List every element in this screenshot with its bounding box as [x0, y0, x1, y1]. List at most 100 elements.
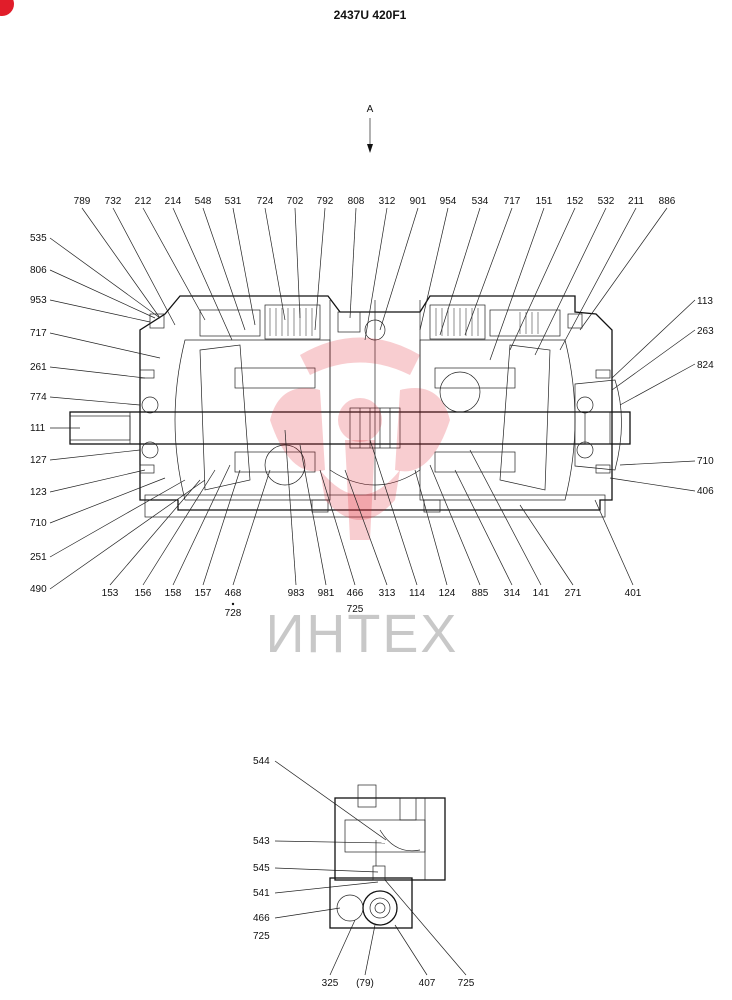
part-label-top: 214: [165, 196, 182, 207]
leader-line: [299, 444, 327, 586]
leader-line: [394, 924, 428, 976]
part-label-top: 792: [317, 196, 334, 207]
leader-line: [611, 299, 696, 379]
top-labels: 789 732 212 214 548 531 724 702 792 808 …: [74, 196, 676, 207]
part-label-top: 702: [287, 196, 304, 207]
view-arrow-label: A: [367, 104, 374, 115]
part-label-top: 211: [628, 196, 644, 207]
part-label-bottom: 271: [565, 588, 582, 599]
leader-line: [414, 469, 448, 586]
leader-line: [594, 499, 634, 586]
part-label-top: 808: [348, 196, 365, 207]
part-label-right: 263: [697, 326, 714, 337]
part-label-top: 732: [105, 196, 122, 207]
leader-line: [364, 207, 388, 341]
leader-line: [172, 464, 231, 586]
leader-line: [619, 460, 696, 466]
leader-line: [489, 207, 545, 361]
left-labels: 535 806 953 717 261 774 111 127 123 710 …: [30, 233, 47, 595]
part-label-top: 534: [472, 196, 489, 207]
leader-line: [519, 504, 574, 586]
part-label-bottom: 983: [288, 588, 305, 599]
part-label-top: 954: [440, 196, 457, 207]
part-label-left: 535: [30, 233, 47, 244]
part-label-bottom: 158: [165, 588, 182, 599]
leader-line: [439, 207, 481, 336]
leader-line: [314, 207, 326, 331]
leader-line: [232, 469, 271, 586]
bottom-labels: 153 156 158 157 468 983 981 466 313 114 …: [102, 588, 642, 619]
leader-line: [49, 396, 141, 406]
part-label-bottom: 114: [409, 588, 425, 599]
view-arrow: [367, 118, 373, 153]
part-label-bottom: 981: [318, 588, 335, 599]
part-label-left: 261: [30, 362, 47, 373]
part-label-left: 953: [30, 295, 47, 306]
drawing-title: 2437U 420F1: [334, 8, 407, 22]
leader-line: [49, 299, 151, 323]
part-label-top: 152: [567, 196, 584, 207]
leader-line: [172, 207, 233, 341]
leader-line: [344, 469, 388, 586]
part-label-left: 111: [30, 423, 46, 434]
leader-line: [264, 207, 286, 321]
part-label-left: 490: [30, 584, 47, 595]
leader-line: [609, 477, 696, 492]
leader-line: [509, 207, 576, 351]
leader-line: [274, 840, 386, 844]
part-label-left: 251: [30, 552, 47, 563]
part-label-top: 789: [74, 196, 91, 207]
leader-line: [454, 469, 513, 586]
detail-part-label: 725: [458, 978, 475, 989]
leader-line: [464, 207, 513, 336]
leader-line: [232, 207, 256, 326]
detail-part-label: 544: [253, 756, 270, 767]
leader-line: [274, 760, 387, 841]
part-label-top: 532: [598, 196, 615, 207]
leader-line: [384, 879, 467, 976]
part-label-bottom: 156: [135, 588, 152, 599]
leader-line: [49, 479, 186, 558]
part-label-left: 774: [30, 392, 47, 403]
detail-part-label: 543: [253, 836, 270, 847]
part-label-bottom-sub: 725: [347, 604, 364, 615]
leader-line: [349, 207, 357, 319]
right-labels: 113 263 824 710 406: [697, 296, 714, 497]
detail-view-drawing: [329, 784, 446, 929]
leader-line: [49, 269, 156, 319]
leader-line: [49, 477, 166, 524]
leader-line: [274, 867, 379, 873]
leader-line: [294, 207, 301, 319]
part-label-top: 901: [410, 196, 427, 207]
part-label-top: 531: [225, 196, 242, 207]
leader-line: [469, 449, 542, 586]
leader-line: [202, 469, 241, 586]
leader-line: [49, 332, 161, 359]
part-label-right: 710: [697, 456, 714, 467]
detail-labels: 544 543 545 541 466 725 325 (79) 407 725: [253, 756, 475, 989]
detail-part-label: 541: [253, 888, 270, 899]
part-label-left: 806: [30, 265, 47, 276]
leader-line: [329, 919, 356, 976]
leader-line: [534, 207, 607, 356]
part-label-bottom: 141: [533, 588, 550, 599]
leader-line: [49, 366, 146, 379]
part-label-top: 724: [257, 196, 274, 207]
leader-line: [319, 469, 356, 586]
leader-line: [49, 479, 206, 590]
leader-line: [142, 469, 216, 586]
detail-part-label: 407: [419, 978, 436, 989]
leader-line: [369, 439, 418, 586]
part-label-right: 824: [697, 360, 714, 371]
part-label-left: 127: [30, 455, 47, 466]
leader-line: [611, 329, 696, 391]
part-label-bottom: 885: [472, 588, 489, 599]
detail-part-label: 325: [322, 978, 339, 989]
detail-part-label: (79): [356, 978, 374, 989]
part-label-top: 151: [536, 196, 553, 207]
part-label-bottom: 466: [347, 588, 364, 599]
leader-line: [142, 207, 206, 321]
watermark-logo: [270, 337, 450, 540]
leader-line: [112, 207, 176, 326]
leader-line: [429, 464, 481, 586]
